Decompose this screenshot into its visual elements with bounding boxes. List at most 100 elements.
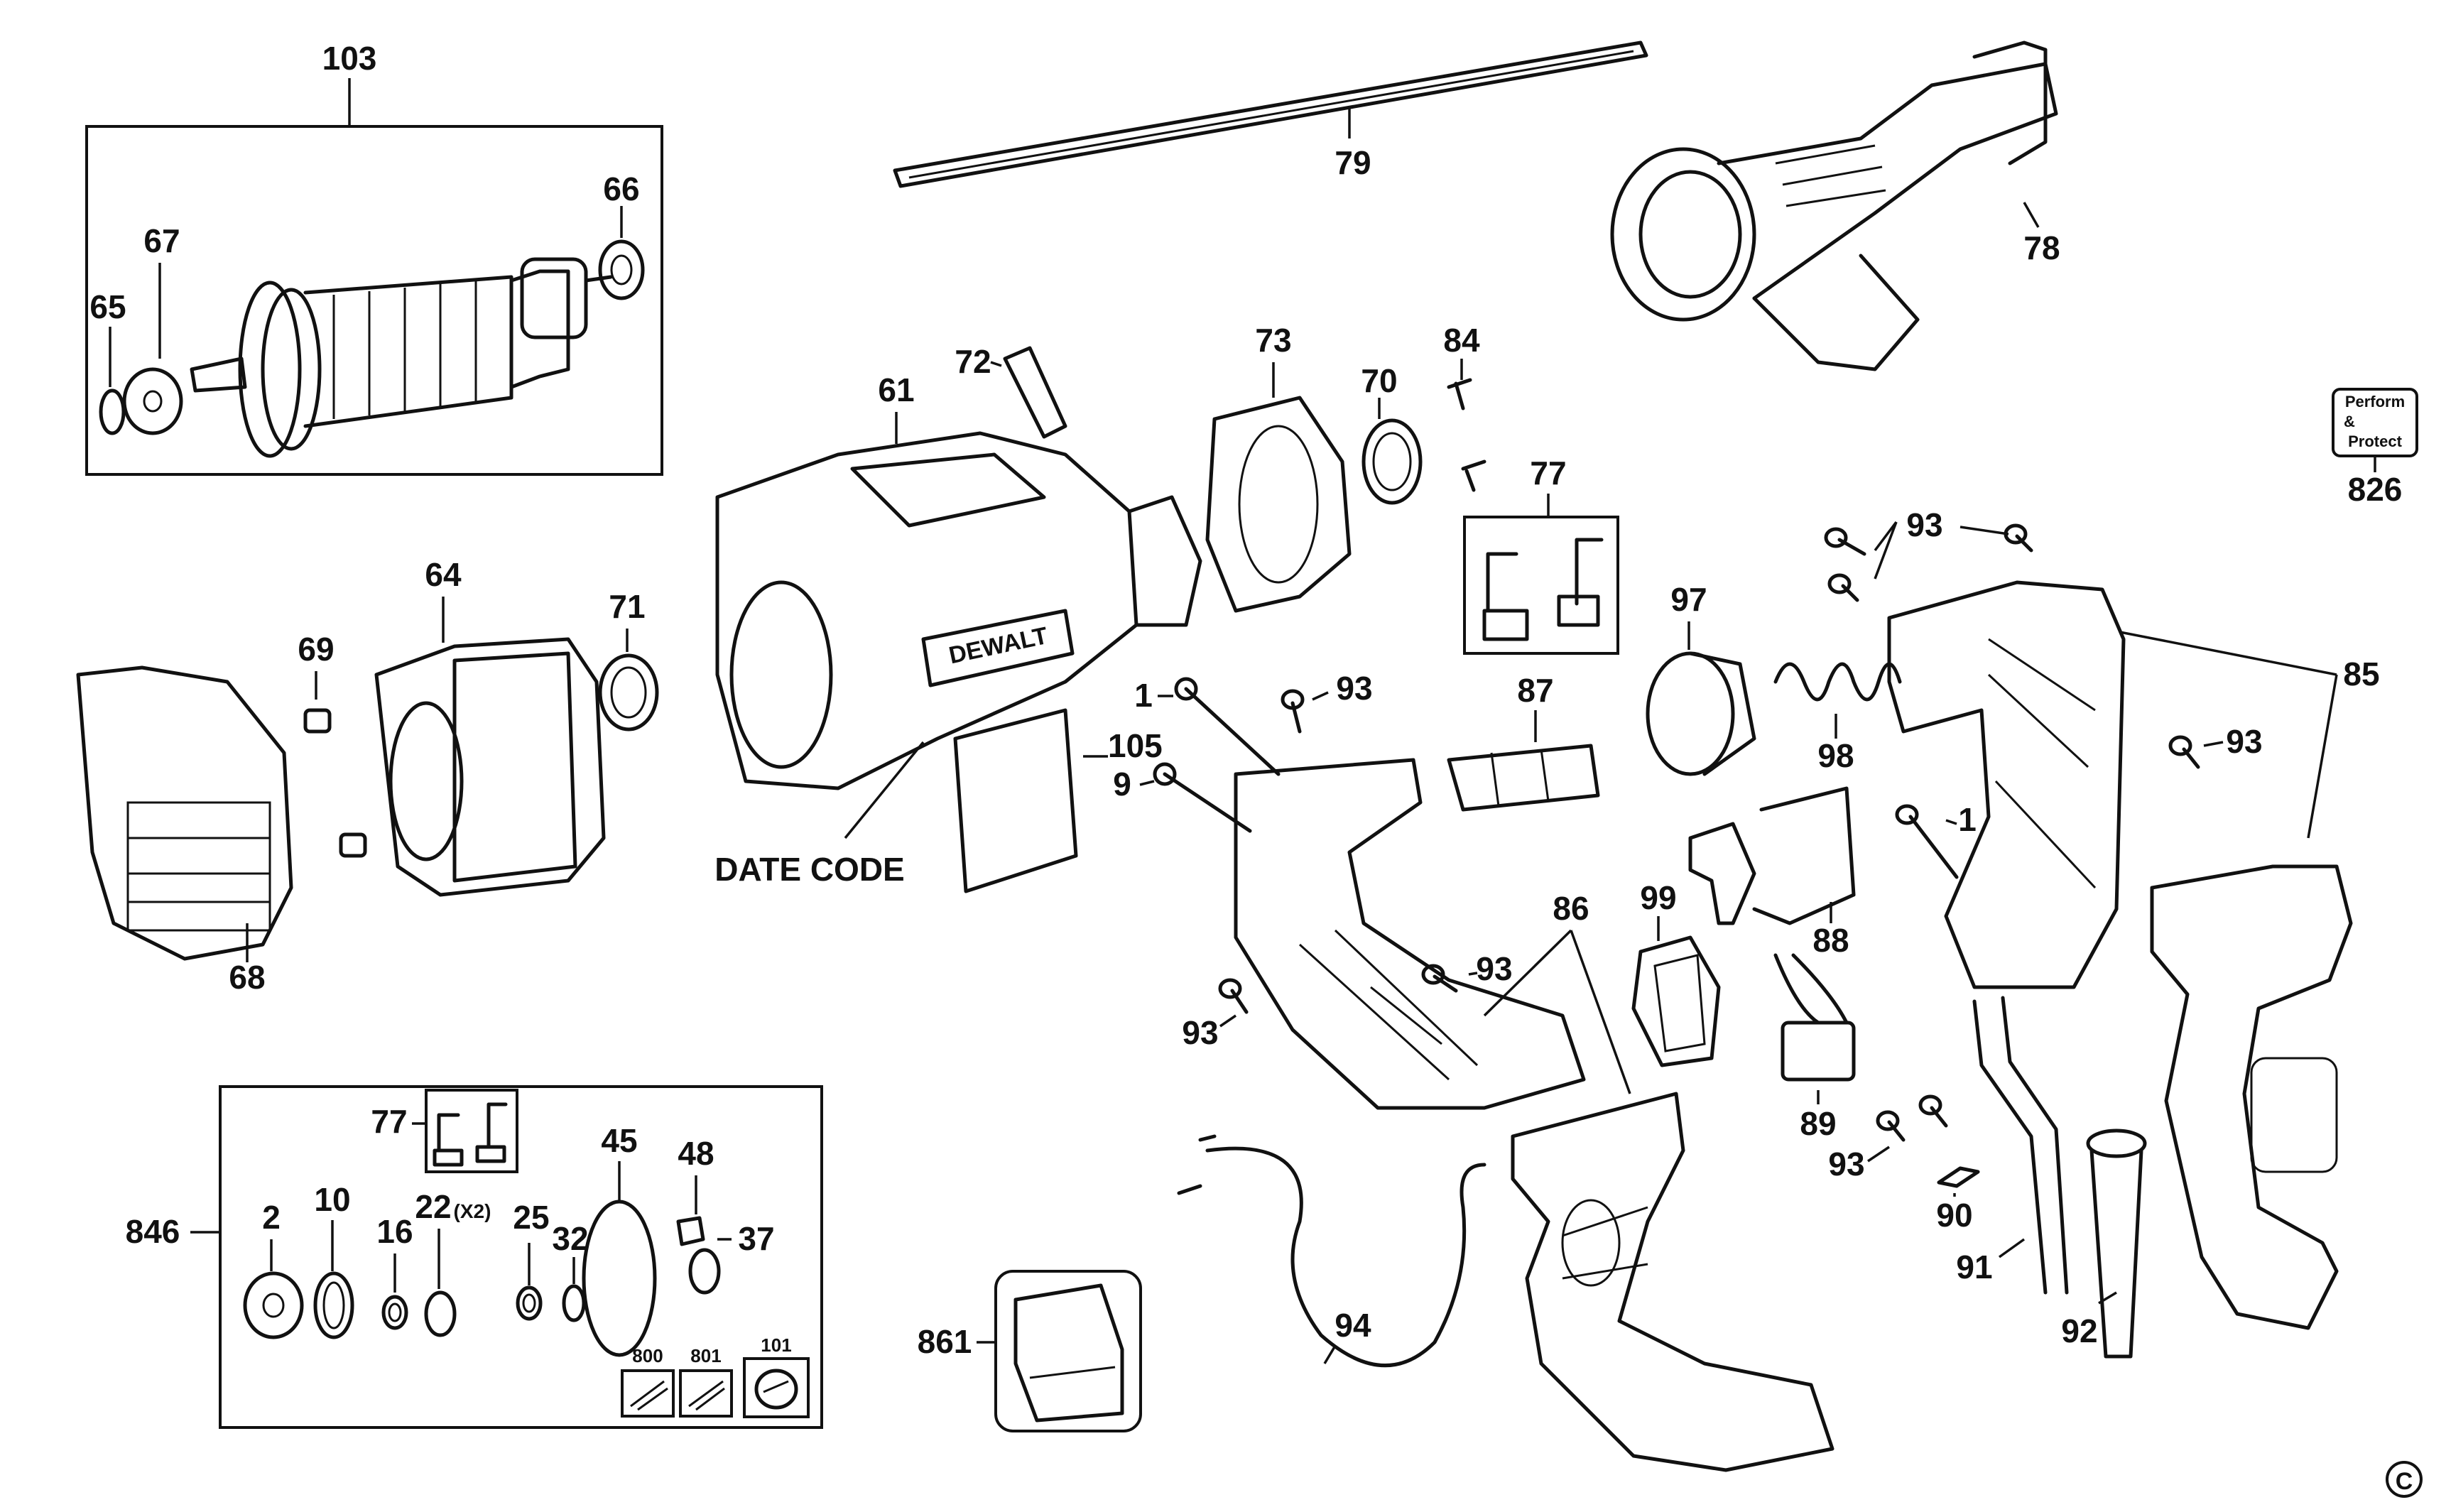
- screw-1-right: [1895, 804, 1959, 879]
- callout-99: 99: [1640, 879, 1676, 916]
- oring-32: [562, 1284, 586, 1322]
- callout-37: 37: [738, 1220, 774, 1257]
- rear-housing-68: [76, 665, 293, 961]
- callout-1-right: 1: [1958, 801, 1977, 838]
- callout-88: 88: [1812, 922, 1849, 959]
- ring-71: [598, 653, 659, 731]
- callout-10: 10: [314, 1181, 350, 1218]
- badge-line-3: Protect: [2348, 433, 2402, 450]
- brush-box-77-kit: [425, 1089, 518, 1173]
- callout-93-f: 93: [1828, 1146, 1864, 1182]
- service-kit-box: [219, 1085, 823, 1429]
- callout-78: 78: [2023, 229, 2060, 266]
- label-105: [953, 708, 1078, 893]
- callout-77-top: 77: [1530, 455, 1566, 491]
- callout-70: 70: [1361, 362, 1397, 399]
- callout-92: 92: [2061, 1312, 2097, 1349]
- callout-89: 89: [1800, 1105, 1836, 1142]
- callout-64: 64: [425, 556, 462, 593]
- callout-61: 61: [878, 371, 914, 408]
- callout-71: 71: [609, 588, 645, 625]
- spring-16: [381, 1295, 408, 1330]
- callout-84: 84: [1443, 322, 1480, 359]
- kit-icon-800: [621, 1369, 675, 1418]
- callout-846: 846: [126, 1213, 180, 1250]
- motor-housing: [715, 431, 1202, 790]
- kit-icon-801: [679, 1369, 733, 1418]
- bearing-67: [122, 367, 183, 435]
- oring-37: [688, 1248, 721, 1295]
- callout-93-d: 93: [1182, 1014, 1218, 1051]
- screw-93-d: [1218, 978, 1249, 1014]
- cap-2: [243, 1271, 304, 1339]
- bushings-69: [303, 708, 367, 858]
- callout-22: 22: [415, 1188, 451, 1225]
- callout-9: 9: [1113, 766, 1131, 803]
- brush-clip-72: [1003, 346, 1067, 439]
- switch-carrier-87: [1447, 744, 1600, 812]
- case-861: [994, 1270, 1142, 1432]
- oring-45: [582, 1200, 657, 1357]
- callout-105: 105: [1108, 727, 1163, 764]
- callout-101: 101: [761, 1334, 791, 1356]
- callout-800: 800: [632, 1345, 663, 1366]
- callout-801: 801: [690, 1345, 721, 1366]
- callout-93-e: 93: [1476, 950, 1512, 987]
- callout-69: 69: [298, 631, 334, 668]
- badge-line-1: Perform: [2345, 393, 2405, 410]
- callout-67: 67: [143, 222, 180, 259]
- screw-93-e: [1421, 964, 1458, 993]
- callout-93-b: 93: [1336, 670, 1372, 707]
- callout-45: 45: [601, 1122, 637, 1159]
- callout-77-kit: 77: [371, 1103, 407, 1140]
- callout-32: 32: [552, 1220, 588, 1257]
- cord-94: [1177, 1134, 1486, 1368]
- date-code-label: DATE CODE: [714, 851, 905, 888]
- callout-94: 94: [1335, 1307, 1371, 1344]
- knob-97: [1646, 651, 1756, 776]
- screws-84: [1447, 378, 1486, 492]
- copyright-letter: C: [2396, 1468, 2413, 1495]
- callout-97: 97: [1670, 581, 1707, 618]
- callout-66: 66: [603, 170, 639, 207]
- callout-25: 25: [513, 1199, 549, 1236]
- rod-91: [1972, 996, 2069, 1295]
- field-64: [374, 637, 606, 897]
- handle-half-right-85: [1887, 580, 2126, 989]
- callout-826: 826: [2348, 471, 2403, 508]
- screw-9: [1153, 762, 1252, 833]
- callout-65: 65: [89, 288, 126, 325]
- handle-half-left: [1234, 758, 1586, 1110]
- screw-1: [1174, 677, 1281, 776]
- callout-85: 85: [2343, 656, 2379, 692]
- link-90: [1937, 1166, 1980, 1188]
- screws-93-f: [1876, 1094, 1948, 1142]
- washer-65: [99, 388, 126, 435]
- callout-79: 79: [1335, 144, 1371, 181]
- callout-68: 68: [229, 959, 265, 996]
- bearing-25: [516, 1285, 543, 1321]
- ring-10: [313, 1271, 354, 1339]
- depth-rod: [893, 40, 1648, 188]
- callout-861: 861: [918, 1323, 972, 1360]
- side-handle: [1610, 40, 2058, 371]
- callout-48: 48: [678, 1135, 714, 1172]
- armature-kit-box: 103: [85, 40, 663, 476]
- screw-93-c: [2168, 735, 2200, 769]
- callout-22-qty: (X2): [454, 1200, 491, 1222]
- callout-87: 87: [1517, 672, 1553, 709]
- bearing-ring-70: [1361, 418, 1423, 505]
- callout-93-a: 93: [1906, 506, 1942, 543]
- front-housing-86: [1511, 1092, 1835, 1472]
- callout-103: 103: [322, 40, 377, 77]
- kit-icon-101: [743, 1357, 810, 1418]
- brush-89: [1773, 953, 1856, 1082]
- tube-92: [2086, 1128, 2147, 1359]
- spring-98: [1773, 662, 1902, 702]
- assembled-handle: [2150, 864, 2353, 1330]
- callout-72: 72: [955, 343, 991, 380]
- callout-91: 91: [1956, 1249, 1992, 1285]
- copyright-mark: C: [2386, 1461, 2423, 1498]
- perform-protect-badge: Perform & Protect: [2332, 388, 2418, 457]
